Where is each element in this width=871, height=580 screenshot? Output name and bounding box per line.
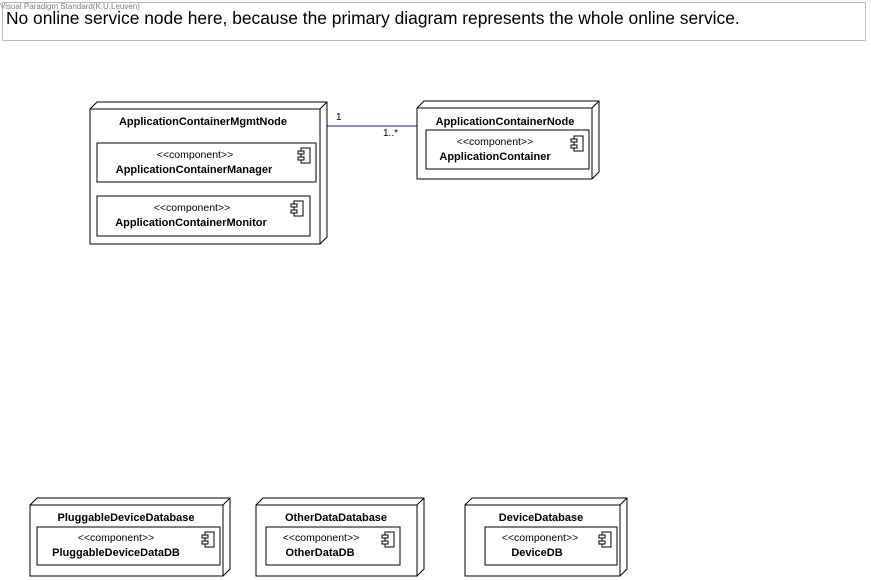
component-name: ApplicationContainer: [439, 151, 551, 163]
component-name: DeviceDB: [511, 547, 562, 559]
node-other-data-database[interactable]: OtherDataDatabase <<component>> OtherDat…: [255, 497, 425, 577]
component-name: ApplicationContainerManager: [116, 164, 273, 176]
diagram-note[interactable]: No online service node here, because the…: [2, 2, 866, 41]
component-icon: [598, 531, 612, 548]
component-other-data-db[interactable]: <<component>> OtherDataDB: [265, 526, 401, 566]
component-application-container[interactable]: <<component>> ApplicationContainer: [425, 129, 590, 170]
node-title: DeviceDatabase: [499, 512, 583, 524]
component-icon: [381, 531, 395, 548]
component-stereotype: <<component>>: [283, 532, 359, 544]
component-pluggable-device-data-db[interactable]: <<component>> PluggableDeviceDataDB: [36, 526, 221, 566]
note-text: No online service node here, because the…: [6, 8, 740, 28]
node-device-database[interactable]: DeviceDatabase <<component>> DeviceDB: [464, 497, 628, 577]
node-pluggable-device-database[interactable]: PluggableDeviceDatabase <<component>> Pl…: [29, 497, 231, 577]
watermark: Visual Paradigm Standard(K.U.Leuven): [0, 2, 140, 11]
component-name: ApplicationContainerMonitor: [115, 217, 267, 229]
component-icon: [201, 531, 215, 548]
component-stereotype: <<component>>: [502, 532, 578, 544]
component-icon: [570, 135, 584, 152]
component-stereotype: <<component>>: [78, 532, 154, 544]
component-stereotype: <<component>>: [457, 136, 533, 148]
multiplicity-source: 1: [336, 112, 342, 123]
component-icon: [297, 147, 311, 164]
component-name: PluggableDeviceDataDB: [52, 547, 180, 559]
association-connector[interactable]: 1 1..*: [327, 112, 418, 139]
component-application-container-manager[interactable]: <<component>> ApplicationContainerManage…: [96, 142, 317, 183]
node-title: PluggableDeviceDatabase: [58, 512, 195, 524]
node-title: ApplicationContainerMgmtNode: [119, 116, 287, 128]
component-icon: [290, 200, 304, 217]
component-name: OtherDataDB: [285, 547, 354, 559]
component-device-db[interactable]: <<component>> DeviceDB: [484, 526, 618, 566]
node-application-container-mgmt[interactable]: ApplicationContainerMgmtNode <<component…: [89, 101, 328, 245]
multiplicity-target: 1..*: [383, 128, 398, 139]
component-stereotype: <<component>>: [154, 202, 230, 214]
component-application-container-monitor[interactable]: <<component>> ApplicationContainerMonito…: [96, 195, 311, 237]
node-application-container[interactable]: ApplicationContainerNode <<component>> A…: [416, 100, 600, 180]
node-title: ApplicationContainerNode: [436, 116, 575, 128]
component-stereotype: <<component>>: [157, 149, 233, 161]
node-title: OtherDataDatabase: [285, 512, 387, 524]
